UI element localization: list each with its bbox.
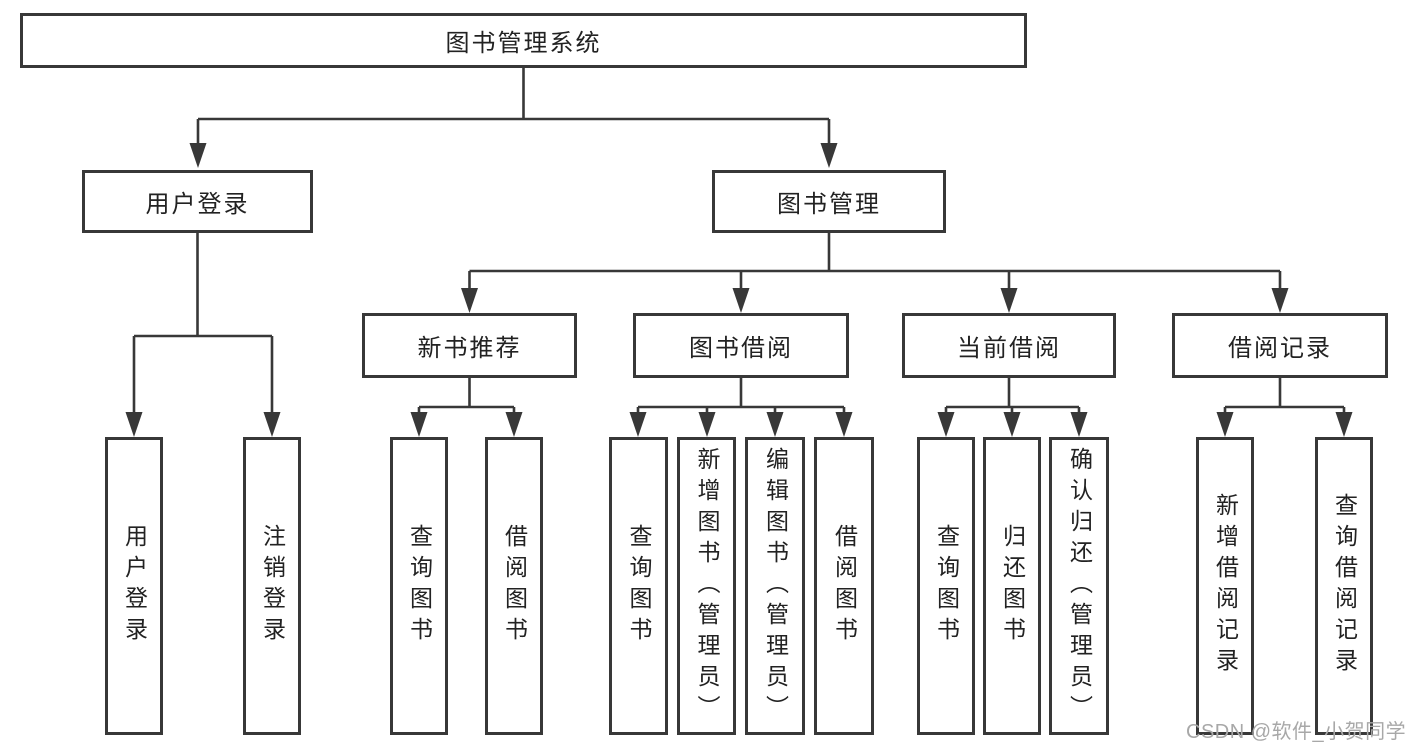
connector	[196, 68, 831, 147]
connector	[417, 378, 516, 416]
connector-arrowhead	[1003, 412, 1021, 437]
connector	[1223, 378, 1346, 416]
connector-arrowhead	[461, 288, 478, 313]
connector-arrowhead	[937, 412, 955, 437]
node-borrow-books-recommend: 借阅图书	[485, 437, 543, 735]
connector-arrowhead	[263, 412, 281, 437]
connector-arrowhead	[189, 143, 207, 168]
node-library-system: 图书管理系统	[20, 13, 1027, 68]
node-query-books-borrowing: 查询图书	[609, 437, 668, 735]
csdn-watermark: CSDN @软件_小贺同学	[1186, 721, 1405, 743]
connector-arrowhead	[1271, 288, 1289, 313]
node-user-login: 用户登录	[82, 170, 313, 233]
node-query-books-recommend: 查询图书	[390, 437, 448, 735]
connector-arrowhead	[410, 412, 428, 437]
connector-arrowhead	[820, 143, 838, 168]
node-add-books-admin: 新增图书（管理员）	[677, 437, 736, 735]
connector	[468, 233, 1282, 292]
node-query-borrow-record: 查询借阅记录	[1315, 437, 1373, 735]
node-return-books: 归还图书	[983, 437, 1041, 735]
connector-arrowhead	[732, 288, 750, 313]
node-edit-books-admin: 编辑图书（管理员）	[745, 437, 805, 735]
connector-arrowhead	[1216, 412, 1234, 437]
connector-arrowhead	[1000, 288, 1018, 313]
node-current-borrowing: 当前借阅	[902, 313, 1116, 378]
node-confirm-return-admin: 确认归还（管理员）	[1049, 437, 1109, 735]
node-query-books-current: 查询图书	[917, 437, 975, 735]
connector	[944, 378, 1081, 416]
node-user-login-leaf: 用户登录	[105, 437, 163, 735]
connector-arrowhead	[766, 412, 784, 437]
node-borrow-books: 借阅图书	[814, 437, 874, 735]
connector-arrowhead	[505, 412, 523, 437]
node-logout: 注销登录	[243, 437, 301, 735]
node-book-borrowing: 图书借阅	[633, 313, 849, 378]
connector	[132, 233, 274, 416]
connector-arrowhead	[835, 412, 853, 437]
connector	[636, 378, 846, 416]
connector-arrowhead	[125, 412, 143, 437]
node-new-book-recommend: 新书推荐	[362, 313, 577, 378]
node-book-management: 图书管理	[712, 170, 946, 233]
node-add-borrow-record: 新增借阅记录	[1196, 437, 1254, 735]
connector-arrowhead	[1070, 412, 1088, 437]
node-borrowing-records: 借阅记录	[1172, 313, 1388, 378]
connector-arrowhead	[1335, 412, 1353, 437]
connector-arrowhead	[698, 412, 716, 437]
connector-arrowhead	[629, 412, 647, 437]
